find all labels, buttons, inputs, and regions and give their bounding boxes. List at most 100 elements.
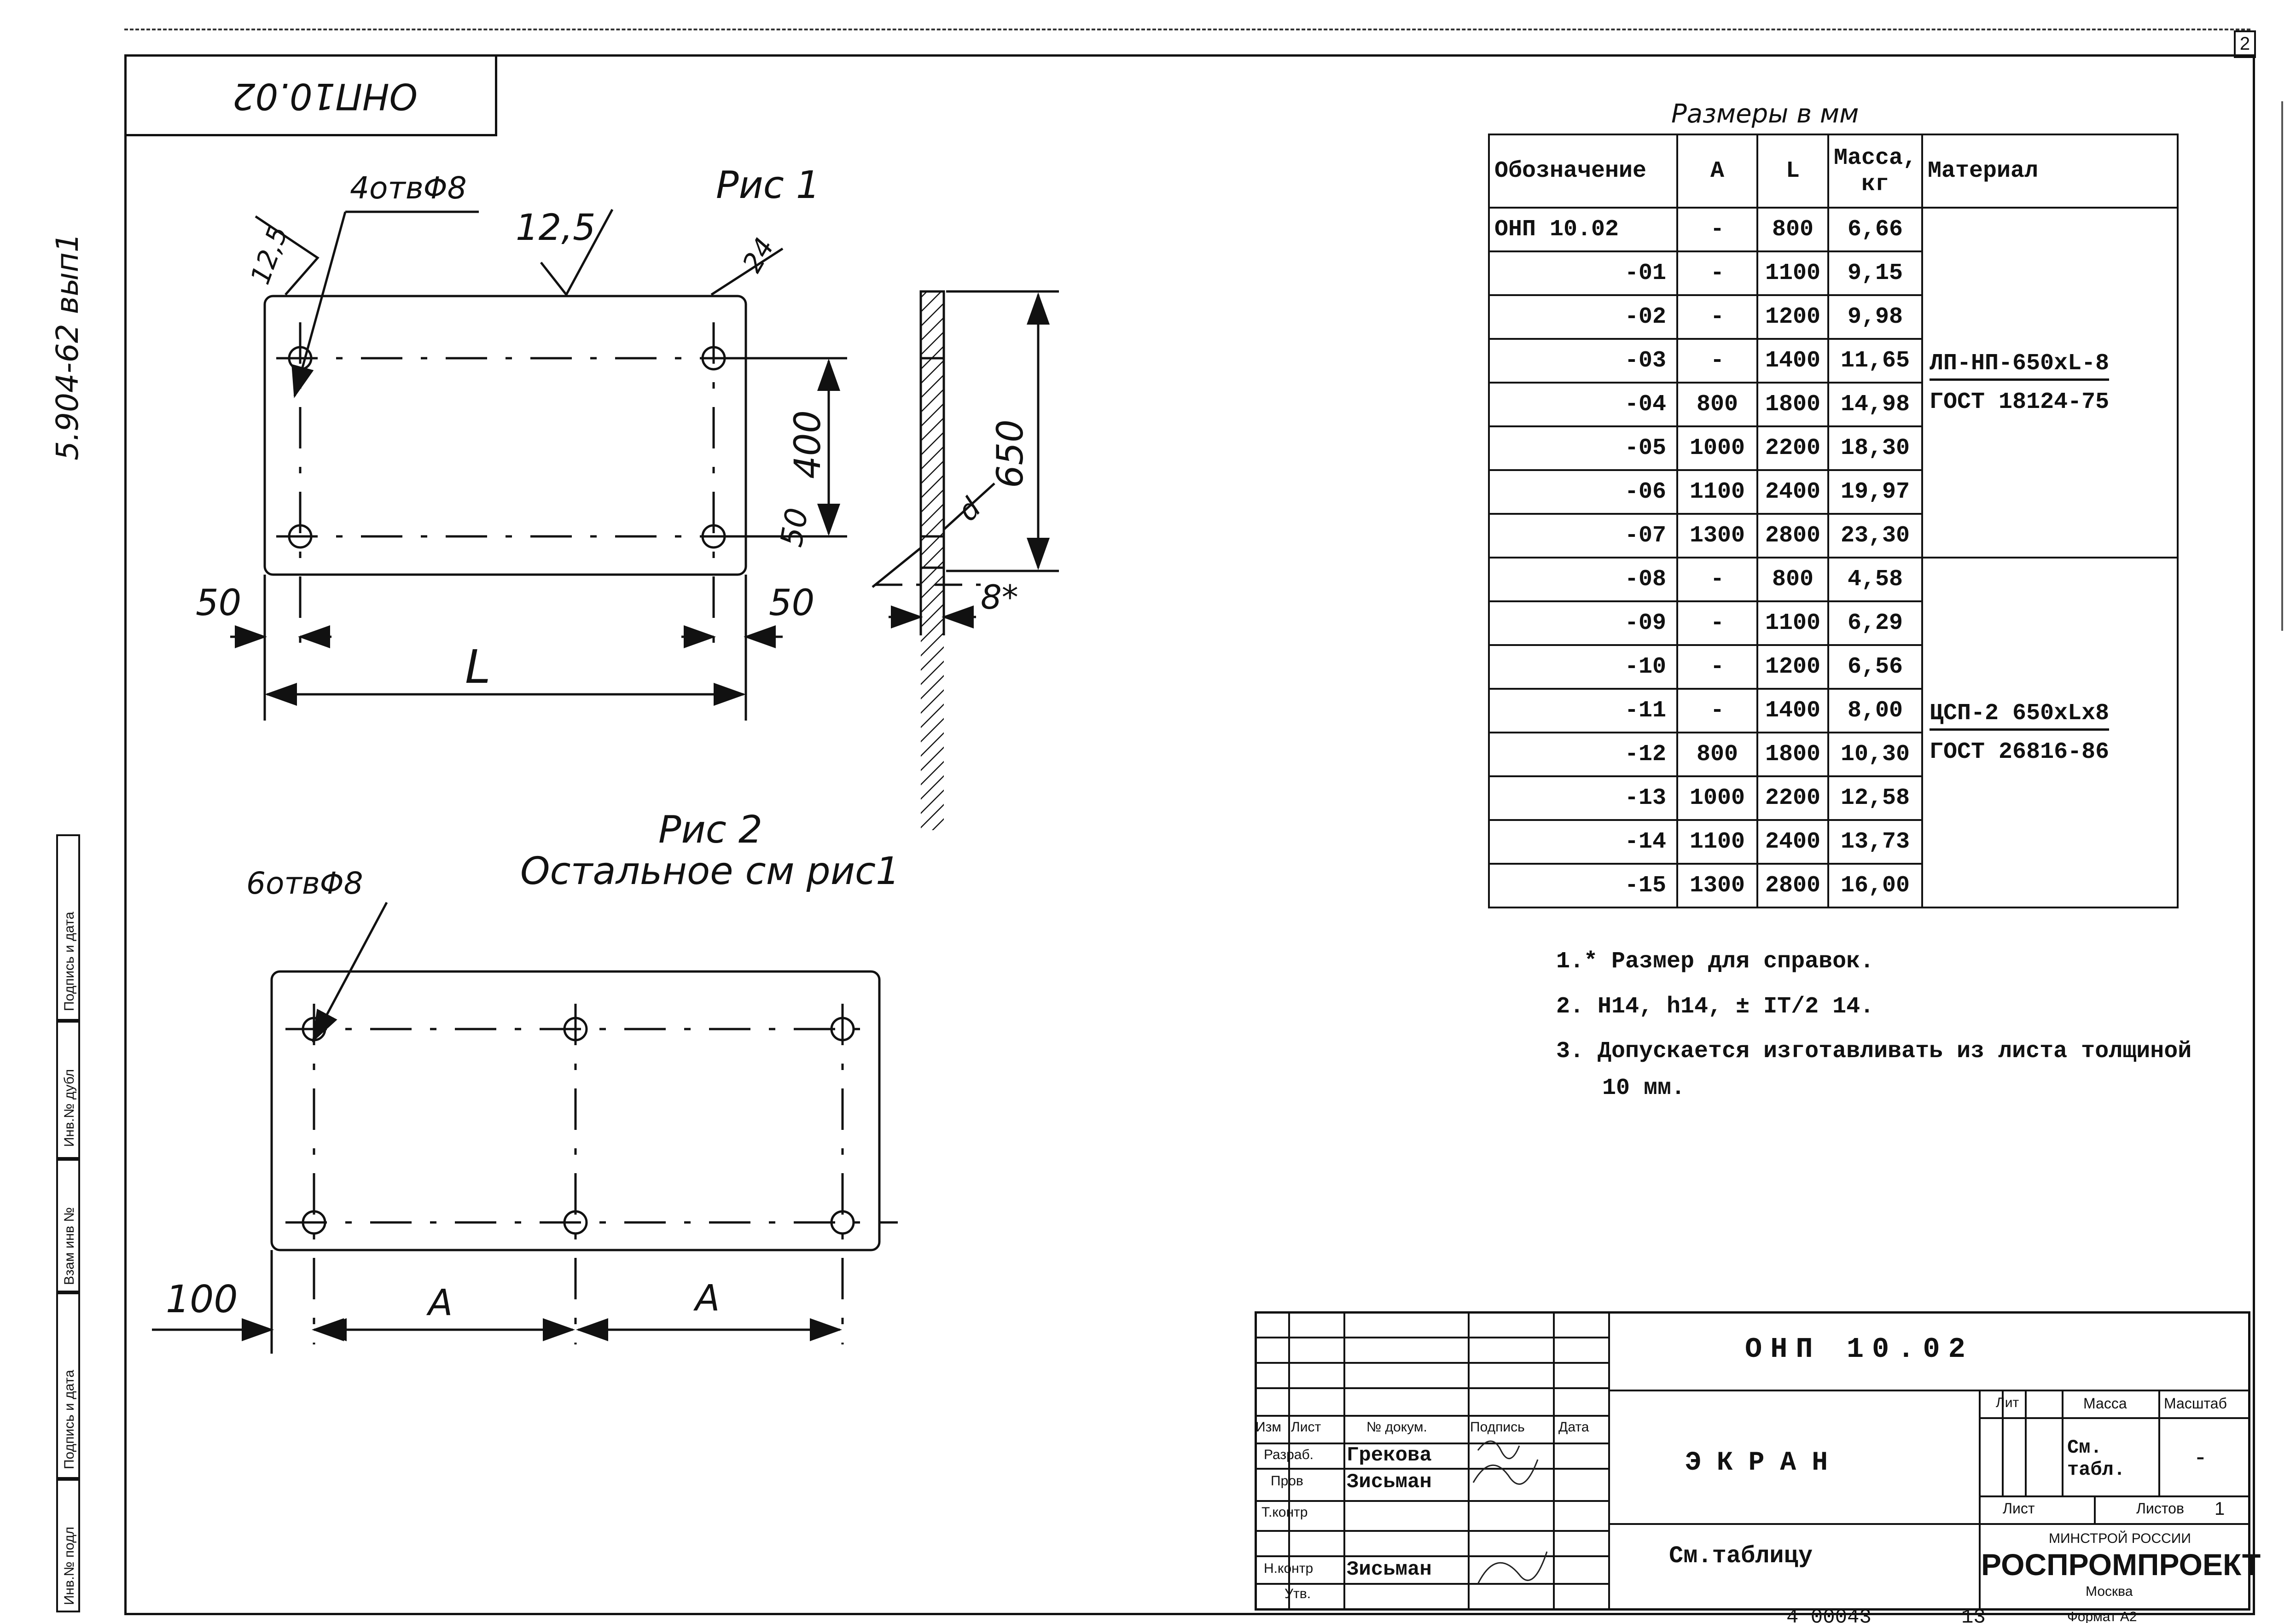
cell-L: 1400 [1756, 338, 1829, 384]
cell-designation: -13 [1488, 775, 1678, 821]
stamp-name-prov: Зисьман [1347, 1471, 1432, 1494]
stamp-name-razrab: Грекова [1347, 1444, 1432, 1467]
stamp-scale-value: - [2196, 1442, 2205, 1471]
sheet-corner-number: 2 [2239, 34, 2250, 54]
stamp-role-nkontr: Н.контр [1264, 1561, 1314, 1576]
cell-designation: -02 [1488, 294, 1678, 340]
left-strip-cell-3: Взам инв № [56, 1159, 80, 1292]
material-standard: ГОСТ 18124-75 [1930, 389, 2110, 415]
cell-designation: -14 [1488, 819, 1678, 865]
cell-designation: -12 [1488, 732, 1678, 777]
stamp-listov-value: 1 [2215, 1499, 2225, 1519]
cell-designation: -07 [1488, 513, 1678, 558]
cell-designation: -04 [1488, 382, 1678, 427]
left-strip-cell-5: Инв.№ подл [56, 1479, 80, 1612]
cell-A: - [1676, 294, 1758, 340]
cell-L: 2400 [1756, 469, 1829, 515]
fig1-holes-label: 4отвΦ8 [350, 170, 467, 206]
cell-A: - [1676, 207, 1758, 252]
stamp-material: См.таблицу [1669, 1542, 1813, 1570]
cell-mass: 14,98 [1827, 382, 1924, 427]
fig2-title: Рис 2 [658, 808, 763, 852]
fig1-dim-L: L [465, 640, 491, 694]
sheet-corner-box: 2 [2234, 30, 2256, 58]
header-mass: Масса, кг [1827, 134, 1924, 209]
cell-mass: 10,30 [1827, 732, 1924, 777]
cell-A: - [1676, 338, 1758, 384]
stamp-org-city: Москва [2086, 1584, 2133, 1599]
cell-L: 2800 [1756, 513, 1829, 558]
spec-table: Обозначение A L Масса, кг Материал ОНП 1… [1488, 134, 2179, 908]
stamp-h-list: Лист [1291, 1419, 1321, 1435]
stamp-role-prov: Пров [1271, 1473, 1303, 1489]
note-3-cont: 10 мм. [1602, 1075, 1686, 1101]
cell-L: 1400 [1756, 688, 1829, 733]
fig2-plate-outline [270, 970, 881, 1251]
cell-A: 1100 [1676, 469, 1758, 515]
cell-mass: 6,29 [1827, 600, 1924, 646]
cell-A: - [1676, 600, 1758, 646]
cell-mass: 16,00 [1827, 863, 1924, 908]
header-designation: Обозначение [1488, 134, 1678, 209]
cell-A: - [1676, 557, 1758, 602]
fig2-dim-A2: A [695, 1278, 720, 1319]
cell-L: 1800 [1756, 382, 1829, 427]
table-header-row: Обозначение A L Масса, кг Материал [1488, 134, 2179, 209]
cell-designation: -09 [1488, 600, 1678, 646]
cell-L: 1200 [1756, 644, 1829, 690]
note-2: 2. H14, h14, ± IT/2 14. [1556, 994, 1874, 1020]
footer-code: 4 00043 [1786, 1606, 1872, 1623]
stamp-lit-label: Лит [1996, 1395, 2019, 1410]
stamp-h-date: Дата [1558, 1419, 1589, 1435]
stamp-listov-label: Листов [2136, 1500, 2184, 1517]
cell-mass: 19,97 [1827, 469, 1924, 515]
note-1: 1.* Размер для справок. [1556, 948, 1874, 975]
cell-A: 800 [1676, 382, 1758, 427]
code-box: ОНП10.02 [124, 54, 497, 136]
stamp-scale-label: Масштаб [2164, 1395, 2227, 1412]
title-block [1255, 1311, 2250, 1611]
cell-A: 800 [1676, 732, 1758, 777]
cell-mass: 6,66 [1827, 207, 1924, 252]
stamp-designation: ОНП 10.02 [1745, 1333, 1974, 1366]
cell-L: 800 [1756, 557, 1829, 602]
cell-designation: -05 [1488, 425, 1678, 471]
fig1-dim-8: 8* [981, 578, 1018, 617]
material-standard: ГОСТ 26816-86 [1930, 739, 2110, 765]
cell-A: 1300 [1676, 513, 1758, 558]
fig1-plate-outline [263, 295, 747, 576]
stamp-role-razrab: Разраб. [1264, 1447, 1314, 1462]
stamp-role-utv: Утв. [1285, 1586, 1311, 1601]
stamp-org-top: МИНСТРОЙ РОССИИ [2049, 1531, 2191, 1546]
cell-designation: ОНП 10.02 [1488, 207, 1678, 252]
cell-designation: -01 [1488, 250, 1678, 296]
left-strip-cell-4: Подпись и дата [56, 1292, 80, 1479]
note-3: 3. Допускается изготавливать из листа то… [1556, 1038, 2192, 1065]
cell-mass: 11,65 [1827, 338, 1924, 384]
cell-mass: 9,15 [1827, 250, 1924, 296]
cell-designation: -08 [1488, 557, 1678, 602]
cell-designation: -03 [1488, 338, 1678, 384]
cell-A: 1000 [1676, 425, 1758, 471]
cell-A: - [1676, 644, 1758, 690]
cell-designation: -15 [1488, 863, 1678, 908]
fig1-side-section [921, 291, 944, 830]
cell-L: 2400 [1756, 819, 1829, 865]
left-strip-cell-1: Подпись и дата [56, 834, 80, 1021]
stamp-mass-value: См. табл. [2067, 1437, 2126, 1481]
fig1-title: Рис 1 [716, 163, 820, 207]
